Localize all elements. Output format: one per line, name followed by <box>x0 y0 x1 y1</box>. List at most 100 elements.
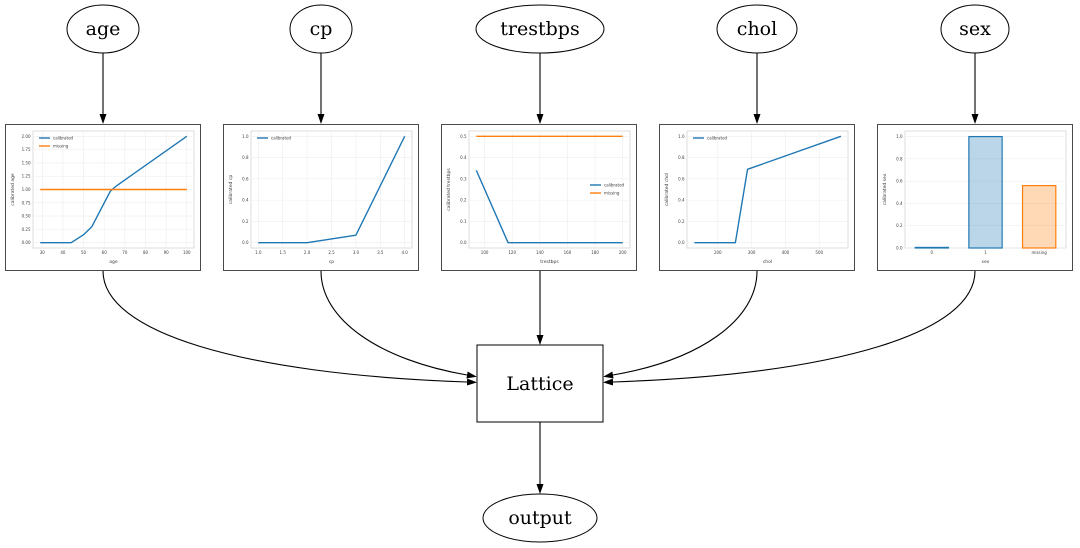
input-node-age <box>66 4 140 54</box>
x-tick-label: 200 <box>619 250 627 255</box>
y-tick-label: 0.4 <box>242 198 249 203</box>
x-tick-label: 3.5 <box>377 250 384 255</box>
y-tick-label: 0.6 <box>896 179 903 184</box>
series-calibrated-line <box>258 136 406 244</box>
y-tick-label: 0.25 <box>22 227 31 232</box>
plot-area <box>904 130 1067 249</box>
x-tick-label: 1.0 <box>255 250 262 255</box>
x-tick-label: 300 <box>748 250 756 255</box>
input-node-age-label: age <box>86 18 121 40</box>
output-node-label: output <box>508 507 572 529</box>
y-tick-label: 0.2 <box>896 223 903 228</box>
y-tick-label: 0.4 <box>896 201 903 206</box>
x-axis-label: chol <box>763 259 772 265</box>
x-tick-label: 140 <box>536 250 544 255</box>
y-tick-label: 1.25 <box>22 174 31 179</box>
x-tick-label: 180 <box>591 250 599 255</box>
y-tick-label: 0.5 <box>460 134 467 139</box>
x-tick-label: 120 <box>508 250 516 255</box>
input-node-sex <box>940 4 1010 54</box>
y-tick-label: 0.4 <box>460 155 467 160</box>
x-tick-label: missing <box>1031 250 1047 255</box>
input-node-cp <box>289 4 353 54</box>
x-axis-label: sex <box>982 260 990 265</box>
y-tick-label: 0.1 <box>460 219 467 224</box>
x-tick-label: 3.0 <box>353 250 360 255</box>
bar-0 <box>914 246 950 249</box>
y-tick-label: 0.0 <box>242 240 249 245</box>
x-tick-label: 40 <box>60 250 66 255</box>
legend-label-calibrated: calibrated <box>707 136 728 141</box>
y-axis-label: calibrated age <box>10 173 16 206</box>
input-node-chol <box>716 4 798 54</box>
edge-chol-to-lattice <box>603 270 758 379</box>
y-axis-label: calibrated trestbps <box>446 168 452 211</box>
legend-label-calibrated: calibrated <box>604 183 625 188</box>
input-node-trestbps-label: trestbps <box>500 18 579 40</box>
x-axis-label: cp <box>329 260 334 265</box>
y-tick-label: 0.75 <box>22 200 31 205</box>
x-axis-label: trestbps <box>540 259 559 265</box>
x-tick-label: 90 <box>164 250 170 255</box>
y-tick-label: 0.8 <box>896 156 903 161</box>
y-axis-label: calibrated chol <box>664 173 670 206</box>
calibrator-panel-sex: 0.0 0.2 0.4 0.6 0.8 1.0 0 1 missing sex calibrated… <box>877 124 1073 271</box>
y-tick-label: 0.0 <box>460 240 467 245</box>
calibration-chart-sex: 0.0 0.2 0.4 0.6 0.8 1.0 0 1 missing sex calibrated… <box>882 130 1067 265</box>
x-tick-label: 1.5 <box>280 250 287 255</box>
x-tick-label: 50 <box>81 250 87 255</box>
x-tick-label: 2.0 <box>304 250 311 255</box>
x-tick-label: 0 <box>931 250 934 255</box>
legend-label-calibrated: calibrated <box>53 136 74 141</box>
y-axis-label: calibrated sex <box>882 173 888 205</box>
y-tick-label: 2.00 <box>22 134 31 139</box>
edge-age-to-lattice <box>102 270 477 386</box>
input-node-cp-label: cp <box>310 18 333 40</box>
series-calibrated-line <box>694 135 842 244</box>
y-tick-label: 0.6 <box>678 176 685 181</box>
y-tick-label: 0.2 <box>460 198 467 203</box>
output-node <box>482 493 598 543</box>
y-axis-label: calibrated cp <box>228 175 234 204</box>
y-tick-label: 0.50 <box>22 214 31 219</box>
y-tick-label: 0.8 <box>242 155 249 160</box>
lattice-node-label: Lattice <box>506 373 573 395</box>
lattice-node <box>476 344 604 423</box>
series-calibrated-line <box>475 170 623 244</box>
input-node-trestbps <box>475 4 605 54</box>
x-tick-label: 30 <box>40 250 46 255</box>
x-tick-label: 200 <box>714 250 722 255</box>
y-tick-label: 0.0 <box>896 246 903 251</box>
edge-cp-to-lattice <box>320 270 477 379</box>
series-calibrated-line <box>40 135 188 244</box>
y-tick-label: 0.4 <box>678 198 685 203</box>
input-node-sex-label: sex <box>959 18 991 40</box>
y-tick-label: 0.8 <box>678 155 685 160</box>
plot-area <box>468 130 631 249</box>
bar-missing <box>1021 184 1057 249</box>
legend-label-missing: missing <box>604 191 620 196</box>
y-tick-label: 1.0 <box>678 134 685 139</box>
legend-label-missing: missing <box>53 144 69 149</box>
x-tick-label: 1 <box>984 250 987 255</box>
y-tick-label: 1.0 <box>896 134 903 139</box>
x-tick-label: 4.0 <box>401 250 408 255</box>
x-tick-label: 70 <box>122 250 128 255</box>
plot-area <box>686 130 849 249</box>
y-tick-label: 0.0 <box>678 240 685 245</box>
input-node-chol-label: chol <box>737 18 777 40</box>
x-tick-label: 60 <box>102 250 108 255</box>
y-tick-label: 1.75 <box>22 147 31 152</box>
y-tick-label: 0.2 <box>678 219 685 224</box>
x-tick-label: 500 <box>815 250 823 255</box>
